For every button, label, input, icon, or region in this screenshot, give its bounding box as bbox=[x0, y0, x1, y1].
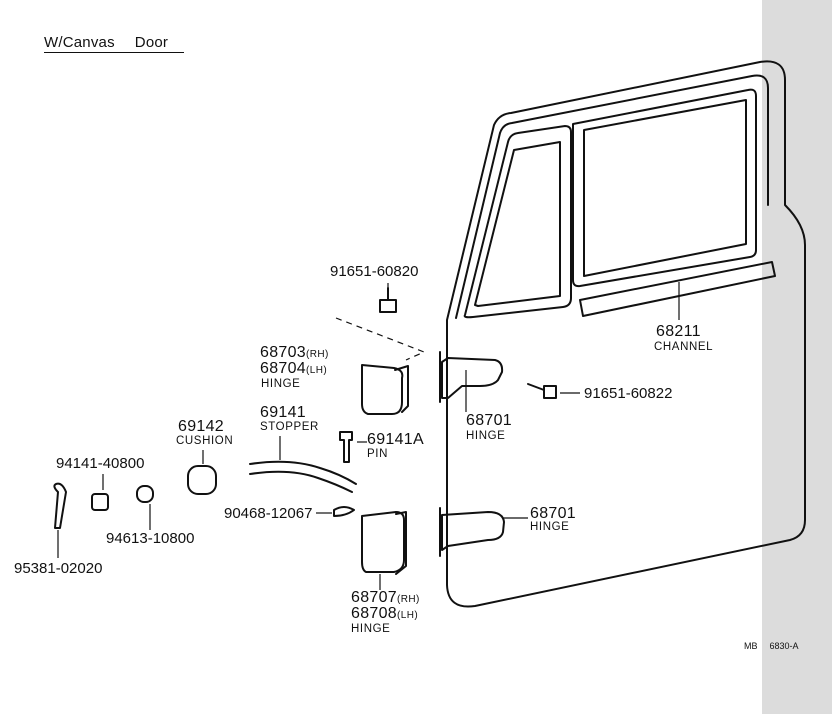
part-number-69141: 69141 bbox=[260, 404, 306, 421]
part-number-68708: 68708(LH) bbox=[351, 605, 419, 622]
part-name-hinge-lower: HINGE bbox=[530, 521, 570, 533]
upper-door-hinge bbox=[441, 357, 504, 399]
part-number-69141A: 69141A bbox=[367, 431, 424, 448]
part-code-91651-60822: 91651-60822 bbox=[584, 385, 673, 402]
upper-body-hinge bbox=[361, 364, 404, 415]
pin-part bbox=[339, 431, 353, 463]
lower-door-hinge bbox=[441, 511, 505, 551]
main-window-inner bbox=[583, 99, 747, 277]
part-number-68704: 68704(LH) bbox=[260, 360, 328, 377]
channel-strip bbox=[579, 261, 776, 317]
cushion-part bbox=[187, 465, 217, 495]
nut-part bbox=[91, 493, 109, 511]
part-name-channel: CHANNEL bbox=[654, 341, 714, 353]
part-name-hinge-upper: HINGE bbox=[466, 430, 506, 442]
washer-part bbox=[136, 485, 154, 503]
part-code-94613-10800: 94613-10800 bbox=[106, 530, 195, 547]
vent-window-inner bbox=[474, 141, 561, 307]
scan-margin bbox=[762, 0, 832, 714]
section-label: Door bbox=[134, 34, 169, 51]
part-number-68701-lower: 68701 bbox=[530, 505, 576, 522]
main-window-outer bbox=[572, 88, 757, 288]
part-name-cushion: CUSHION bbox=[176, 435, 234, 447]
part-code-95381-02020: 95381-02020 bbox=[14, 560, 103, 577]
part-code-91651-60820: 91651-60820 bbox=[330, 263, 419, 280]
alignment-dash-line bbox=[335, 317, 426, 361]
bolt-91651-60822 bbox=[527, 383, 557, 399]
diagram-title: W/Canvas Door bbox=[44, 34, 184, 53]
vent-window-outer bbox=[463, 125, 572, 319]
part-number-68701-upper: 68701 bbox=[466, 412, 512, 429]
cotter-pin-part bbox=[53, 482, 67, 529]
part-name-hinge-68703: HINGE bbox=[261, 378, 301, 390]
part-number-68707: 68707(RH) bbox=[351, 589, 420, 606]
door-inner-frame bbox=[455, 74, 769, 319]
clip-part bbox=[333, 506, 355, 517]
part-number-68703: 68703(RH) bbox=[260, 344, 329, 361]
part-name-pin: PIN bbox=[367, 448, 388, 460]
model-label: W/Canvas bbox=[44, 34, 115, 51]
part-code-94141-40800: 94141-40800 bbox=[56, 455, 145, 472]
part-name-hinge-68707: HINGE bbox=[351, 623, 391, 635]
part-number-68211: 68211 bbox=[656, 323, 701, 340]
part-code-90468-12067: 90468-12067 bbox=[224, 505, 313, 522]
lower-body-hinge bbox=[361, 511, 405, 573]
part-name-stopper: STOPPER bbox=[260, 421, 319, 433]
stopper-arm bbox=[249, 460, 357, 485]
part-number-69142: 69142 bbox=[178, 418, 224, 435]
door-panel-outline bbox=[446, 60, 806, 608]
